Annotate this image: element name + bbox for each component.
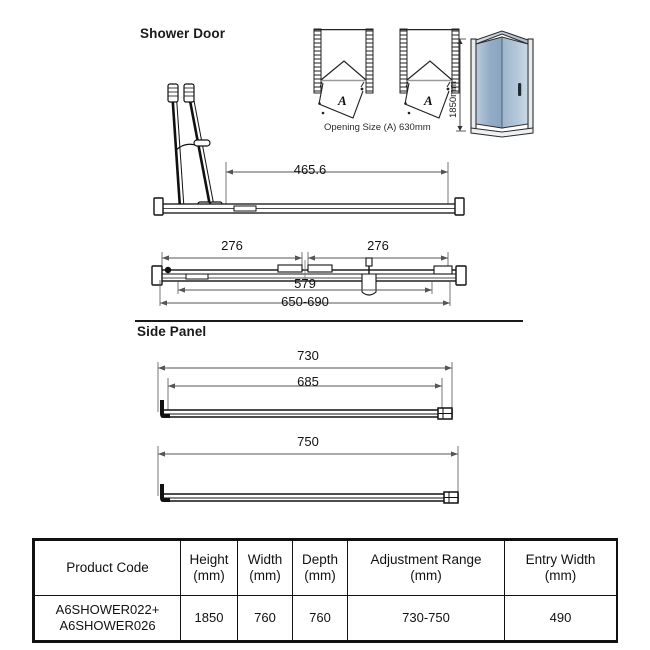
side-panel-lower-drawing bbox=[150, 440, 470, 508]
header-entry-line1: Entry Width bbox=[525, 551, 596, 567]
table-header-row: Product Code Height (mm) Width (mm) Dept… bbox=[34, 540, 617, 596]
cell-adjustment-range: 730-750 bbox=[347, 595, 505, 641]
header-product-code-text: Product Code bbox=[66, 559, 149, 575]
header-height-line2: (mm) bbox=[193, 568, 225, 583]
door-base-rail bbox=[153, 197, 465, 216]
cell-product-code: A6SHOWER022+ A6SHOWER026 bbox=[34, 595, 181, 641]
dimension-465-label: 465.6 bbox=[293, 162, 327, 177]
product-code-line1: A6SHOWER022+ bbox=[55, 602, 160, 618]
header-depth: Depth (mm) bbox=[292, 540, 348, 596]
plan-left-label-a: A bbox=[337, 93, 347, 108]
header-height: Height (mm) bbox=[180, 540, 238, 596]
dimension-650-690-label: 650-690 bbox=[281, 294, 329, 309]
dimension-276-right-label: 276 bbox=[367, 238, 389, 253]
dimension-730-label: 730 bbox=[297, 348, 319, 363]
dimension-579-label: 579 bbox=[294, 276, 316, 291]
door-plan-right: A bbox=[399, 28, 460, 119]
dimension-685-line bbox=[167, 378, 443, 412]
header-width: Width (mm) bbox=[237, 540, 293, 596]
door-elevation-closed bbox=[150, 246, 470, 308]
header-width-line2: (mm) bbox=[249, 568, 281, 583]
table-row: A6SHOWER022+ A6SHOWER026 1850 760 760 73… bbox=[34, 595, 617, 641]
door-plan-left: A bbox=[313, 28, 374, 119]
side-panel-upper-drawing bbox=[150, 356, 470, 426]
header-width-line1: Width bbox=[247, 551, 283, 567]
door-elevation-open bbox=[150, 78, 470, 228]
door-plan-details: A A bbox=[300, 25, 490, 125]
plan-right-label-a: A bbox=[423, 93, 433, 108]
opening-size-caption: Opening Size (A) 630mm bbox=[324, 122, 431, 133]
open-door-leaf bbox=[167, 83, 223, 213]
header-entry-width: Entry Width (mm) bbox=[504, 540, 617, 596]
header-adjustment-range: Adjustment Range (mm) bbox=[347, 540, 505, 596]
render-height-dimension bbox=[456, 38, 466, 132]
shower-door-heading: Shower Door bbox=[140, 26, 226, 41]
dimension-750-line bbox=[157, 446, 459, 496]
dimension-750-label: 750 bbox=[297, 434, 319, 449]
side-panel-heading: Side Panel bbox=[137, 324, 207, 339]
header-depth-line1: Depth bbox=[301, 551, 339, 567]
dimension-276-right-line bbox=[307, 252, 449, 276]
header-product-code: Product Code bbox=[34, 540, 181, 596]
side-panel-divider bbox=[135, 320, 523, 322]
product-code-line2: A6SHOWER026 bbox=[59, 618, 156, 633]
dimension-685-label: 685 bbox=[297, 374, 319, 389]
dimension-276-left-label: 276 bbox=[221, 238, 243, 253]
cell-depth: 760 bbox=[292, 595, 348, 641]
cell-entry-width: 490 bbox=[504, 595, 617, 641]
dimension-465-line bbox=[225, 162, 449, 204]
header-entry-line2: (mm) bbox=[544, 568, 577, 583]
side-panel-profile-upper bbox=[160, 400, 453, 420]
cell-width: 760 bbox=[237, 595, 293, 641]
dimension-650-690-line bbox=[159, 280, 451, 306]
specification-table: Product Code Height (mm) Width (mm) Dept… bbox=[32, 538, 618, 643]
dimension-579-line bbox=[177, 280, 433, 294]
header-height-line1: Height bbox=[189, 551, 229, 567]
dimension-730-line bbox=[157, 362, 453, 412]
closed-door-frame bbox=[151, 257, 467, 296]
enclosure-3d-render bbox=[452, 28, 548, 140]
header-depth-line2: (mm) bbox=[304, 568, 336, 583]
cell-height: 1850 bbox=[180, 595, 238, 641]
header-adjustment-line2: (mm) bbox=[410, 568, 442, 583]
header-adjustment-line1: Adjustment Range bbox=[370, 551, 482, 567]
side-panel-profile-lower bbox=[160, 484, 459, 504]
